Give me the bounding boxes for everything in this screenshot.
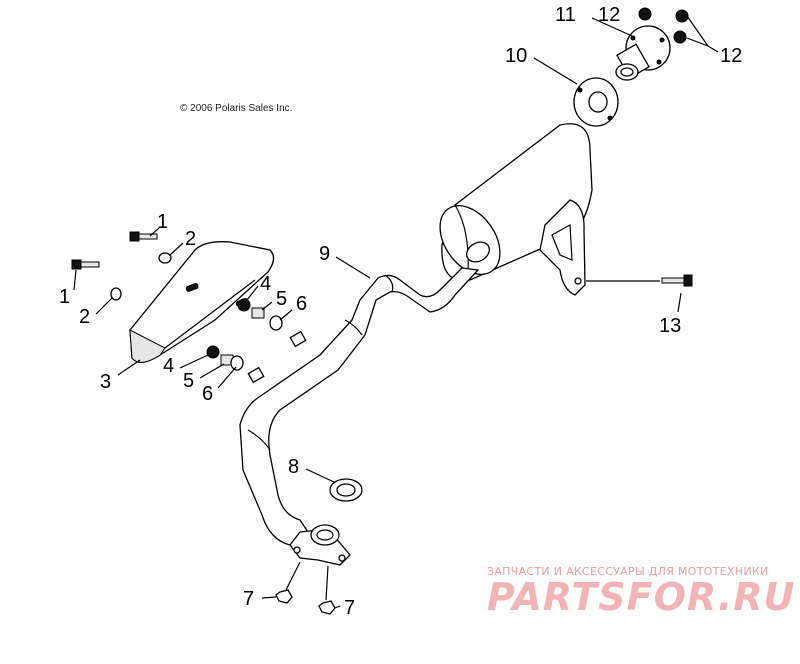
- callout-8: 8: [288, 456, 299, 478]
- callout-4-upper: 4: [260, 273, 271, 295]
- callout-3: 3: [100, 371, 111, 393]
- callout-numbers: 1 2 1 2 3 4 5 6 4 5 6 7 7 8 9 10 11 12 1…: [59, 4, 742, 619]
- washer-6-lower: [230, 355, 244, 371]
- screw-12-b: [675, 9, 689, 23]
- bolt-lower: [71, 259, 100, 270]
- callout-12-right: 12: [720, 45, 742, 67]
- washer-lower: [110, 287, 122, 301]
- screw-12-c: [673, 30, 687, 44]
- callout-11: 11: [555, 4, 576, 26]
- copyright-notice: © 2006 Polaris Sales Inc.: [180, 103, 293, 114]
- tailpipe-gasket: [573, 77, 619, 127]
- nut-lower: [206, 345, 220, 359]
- callout-12-top: 12: [598, 4, 620, 26]
- callout-13: 13: [659, 315, 681, 337]
- callout-2-upper: 2: [185, 228, 196, 250]
- hardware: [71, 7, 693, 615]
- callout-7-left: 7: [243, 588, 254, 610]
- exhaust-pipe: [239, 267, 480, 566]
- heat-shield: [129, 241, 275, 363]
- spacer-upper: [251, 307, 265, 319]
- callout-9: 9: [319, 243, 330, 265]
- callout-4-lower: 4: [163, 355, 174, 377]
- callout-1-lower: 1: [59, 286, 70, 308]
- callout-6-upper: 6: [296, 293, 307, 315]
- watermark-tagline: ЗАПЧАСТИ И АКСЕССУАРЫ ДЛЯ МОТОТЕХНИКИ: [487, 565, 769, 578]
- callout-5-lower: 5: [183, 370, 194, 392]
- nut-7-right: [318, 600, 336, 615]
- washer-upper: [158, 252, 172, 264]
- callout-6-lower: 6: [202, 383, 213, 405]
- callout-7-right: 7: [344, 597, 355, 619]
- nut-7-left: [275, 589, 293, 604]
- screw-12-a: [638, 7, 652, 21]
- callout-10: 10: [505, 45, 527, 67]
- callout-2-lower: 2: [79, 306, 90, 328]
- muffler: [439, 123, 593, 296]
- watermark-brand: PARTSFOR.RU: [487, 575, 796, 619]
- callout-1-upper: 1: [157, 211, 168, 233]
- nut-upper: [237, 298, 251, 312]
- leader-lines: [73, 15, 719, 609]
- washer-6-upper: [269, 315, 283, 331]
- bolt-13: [661, 274, 693, 287]
- bolt-upper: [129, 231, 158, 242]
- callout-5-upper: 5: [276, 288, 287, 310]
- spark-arrestor: [615, 25, 671, 81]
